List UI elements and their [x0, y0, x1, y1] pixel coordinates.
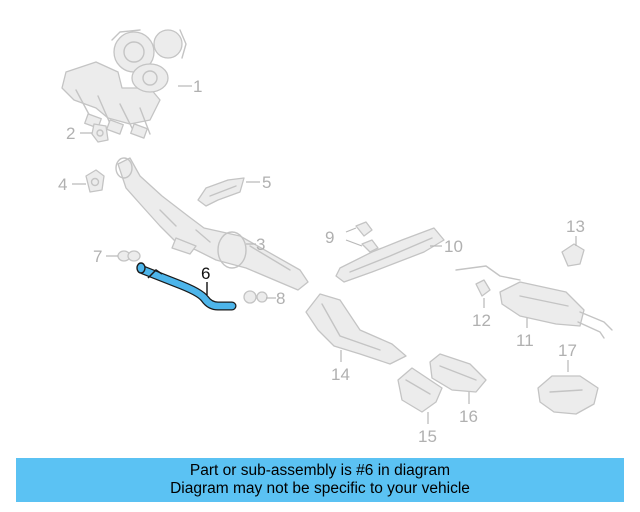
- callout-13[interactable]: 13: [566, 217, 585, 236]
- part-16-heat-shield[interactable]: [429, 353, 487, 393]
- callout-4[interactable]: 4: [58, 175, 67, 194]
- callout-16[interactable]: 16: [459, 407, 478, 426]
- part-3-catalytic-converter[interactable]: [115, 157, 309, 291]
- banner-line-2: Diagram may not be specific to your vehi…: [170, 480, 470, 497]
- callout-12[interactable]: 12: [472, 311, 491, 330]
- part-4-gasket[interactable]: [85, 169, 105, 193]
- callout-3[interactable]: 3: [256, 235, 265, 254]
- leader-9: [345, 227, 363, 247]
- callout-2[interactable]: 2: [66, 124, 75, 143]
- callout-14[interactable]: 14: [331, 365, 350, 384]
- part-1-turbocharger[interactable]: [61, 29, 187, 139]
- part-13-hanger[interactable]: [561, 243, 585, 267]
- part-17-heat-shield[interactable]: [537, 375, 599, 415]
- callout-9[interactable]: 9: [325, 228, 334, 247]
- part-7-clamp[interactable]: [117, 250, 141, 262]
- part-9-hangers[interactable]: [355, 221, 379, 253]
- part-15-heat-shield[interactable]: [397, 367, 443, 413]
- callout-17[interactable]: 17: [558, 341, 577, 360]
- part-6-front-pipe[interactable]: [136, 262, 237, 311]
- callout-1[interactable]: 1: [193, 77, 202, 96]
- part-14-heat-shield[interactable]: [305, 293, 407, 365]
- callout-11[interactable]: 11: [516, 331, 534, 350]
- info-banner: Part or sub-assembly is #6 in diagram Di…: [16, 458, 624, 502]
- part-8-gasket[interactable]: [243, 290, 268, 304]
- callout-6[interactable]: 6: [201, 264, 210, 283]
- callout-5[interactable]: 5: [262, 173, 271, 192]
- part-10-heat-shield[interactable]: [335, 227, 445, 283]
- part-12-hanger[interactable]: [475, 279, 491, 297]
- part-5-bracket[interactable]: [197, 177, 245, 207]
- banner-line-1: Part or sub-assembly is #6 in diagram: [189, 462, 451, 479]
- callout-7[interactable]: 7: [93, 247, 102, 266]
- callout-15[interactable]: 15: [418, 427, 437, 446]
- part-2-gasket[interactable]: [91, 123, 109, 143]
- part-11-muffler[interactable]: [455, 265, 613, 339]
- callout-8[interactable]: 8: [276, 289, 285, 308]
- callout-10[interactable]: 10: [444, 237, 463, 256]
